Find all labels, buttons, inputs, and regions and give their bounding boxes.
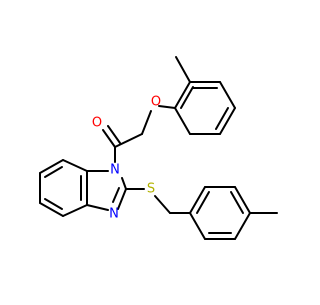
- bond: [234, 186, 251, 214]
- bond: [86, 204, 109, 211]
- bond: [175, 56, 191, 83]
- bond: [196, 191, 210, 214]
- atom-label-n3: N: [109, 207, 119, 222]
- bond: [62, 204, 88, 217]
- bond: [219, 81, 236, 109]
- bond: [219, 107, 236, 135]
- bond: [215, 107, 229, 130]
- bond: [114, 133, 143, 148]
- atom-label-n1: N: [110, 163, 120, 178]
- bond: [44, 166, 63, 178]
- bond: [44, 198, 63, 210]
- atom-label-carbonyl-oxygen: O: [92, 116, 102, 131]
- background: [0, 0, 300, 300]
- structure-canvas: O O N N S: [0, 0, 300, 300]
- bond: [39, 159, 64, 174]
- bond: [121, 177, 127, 190]
- bond: [141, 110, 152, 135]
- bond: [234, 212, 251, 240]
- bond: [174, 107, 191, 135]
- atom-label-ether-oxygen: O: [151, 95, 161, 110]
- bond: [189, 186, 206, 214]
- bond: [158, 105, 176, 109]
- molecule-drawing: O O N N S: [0, 0, 300, 300]
- bond: [62, 159, 88, 172]
- bond: [102, 129, 116, 148]
- bond: [117, 188, 127, 210]
- bond-lines: [39, 56, 278, 240]
- bond: [189, 212, 206, 240]
- bond: [39, 202, 64, 217]
- bond: [174, 81, 191, 109]
- bond: [230, 191, 244, 214]
- bond: [154, 195, 171, 214]
- bond: [180, 86, 194, 109]
- bond: [107, 125, 121, 144]
- atom-label-sulfur: S: [147, 182, 155, 197]
- bond: [112, 187, 120, 203]
